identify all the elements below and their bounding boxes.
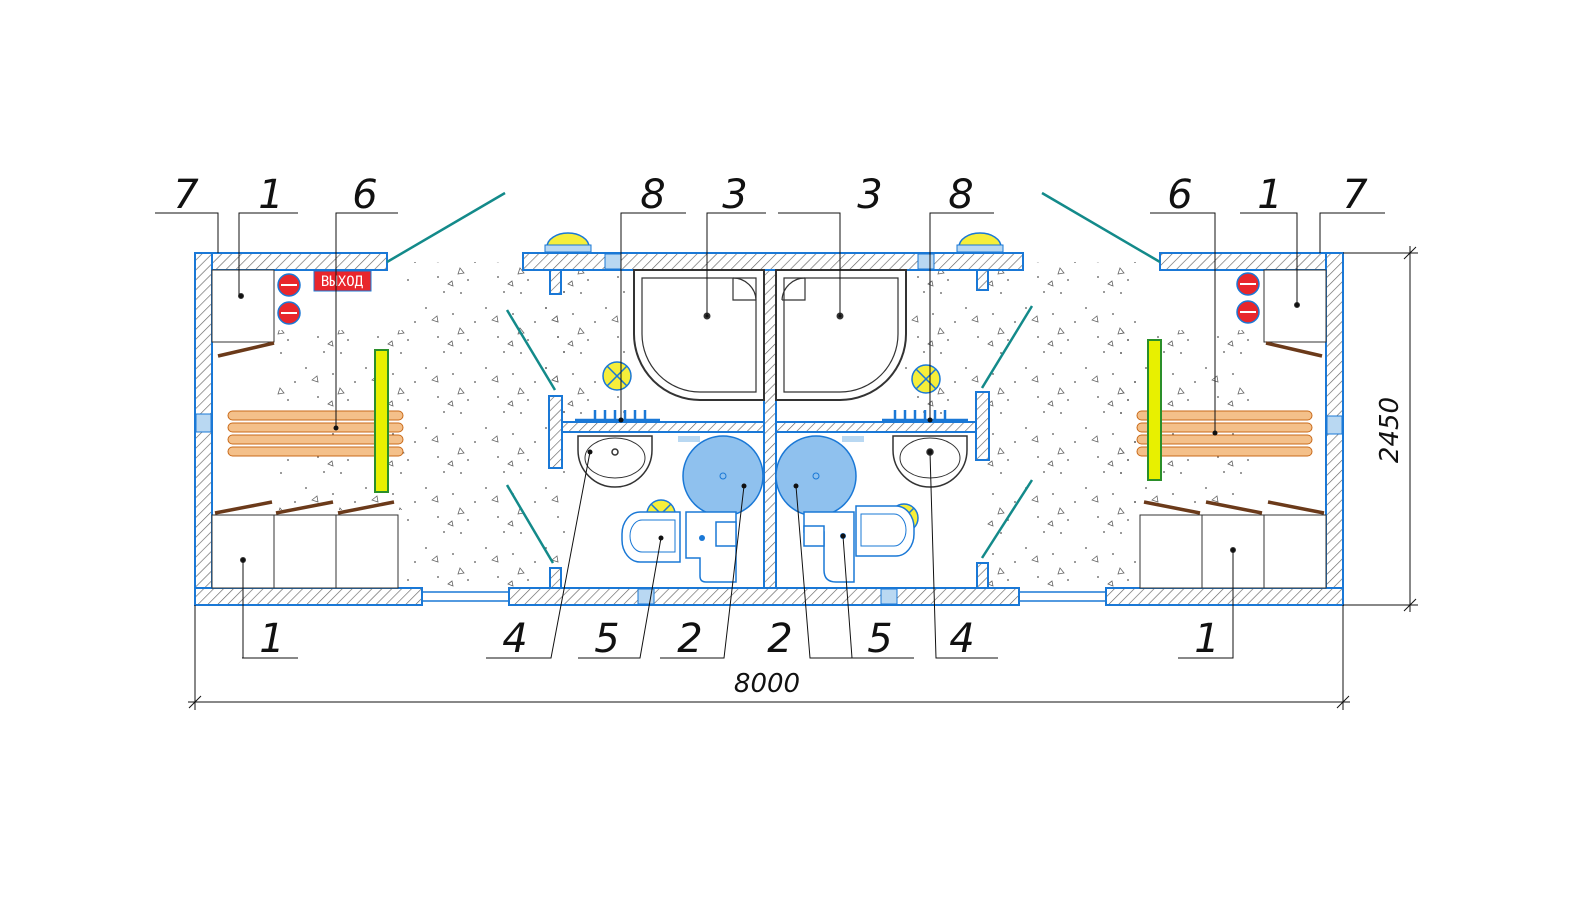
walls [194, 252, 1344, 606]
light-fixture-icon [956, 232, 1004, 253]
vent-icon [195, 413, 212, 433]
wall-bottom-left [194, 587, 423, 606]
label-top-right-2: 1 [1257, 172, 1282, 218]
label-bottom-4: 2 [677, 616, 702, 662]
wall-top-left [194, 252, 388, 271]
dimension-height [1343, 246, 1418, 612]
vent-icon [1326, 415, 1343, 435]
windows [422, 591, 1106, 602]
dimension-height-label: 2450 [1375, 397, 1405, 463]
label-top-left-2: 1 [258, 172, 283, 218]
shower-doors [732, 277, 806, 301]
label-top-right-3: 7 [1342, 172, 1368, 218]
vent-icon [880, 588, 898, 605]
bench-icon [1136, 410, 1313, 457]
shower-tray-icon [775, 269, 907, 401]
toilet-icon [621, 511, 737, 583]
wall-bottom-center [508, 587, 1020, 606]
ceiling-lamp-icon [602, 361, 632, 391]
lockers-bottom-left [211, 514, 399, 589]
wall-stub-2 [975, 391, 990, 461]
toilet-icon [803, 505, 915, 583]
dimension-width-label: 8000 [734, 669, 800, 699]
dimension-width [188, 605, 1350, 710]
label-bottom-6: 5 [867, 616, 892, 662]
light-fixture-icon [544, 232, 592, 253]
water-heater-icon [775, 435, 857, 517]
label-bottom-8: 1 [1194, 616, 1219, 662]
label-top-center-2: 3 [722, 172, 747, 218]
label-top-right-1: 6 [1167, 172, 1192, 218]
label-top-center-1: 8 [640, 172, 665, 218]
clothes-hanger-icon [374, 349, 389, 493]
label-top-left-3: 6 [352, 172, 377, 218]
wall-bottom-right [1105, 587, 1344, 606]
towel-rail-right [882, 410, 968, 422]
hooks [678, 436, 864, 442]
towel-rail-left [575, 410, 660, 422]
wall-top-center [522, 252, 1024, 271]
wall-center-partition [763, 269, 777, 589]
locker-top-left [211, 269, 275, 343]
bench-icon [227, 410, 404, 457]
label-bottom-7: 4 [949, 616, 974, 662]
shower-tray-icon [633, 269, 765, 401]
label-bottom-3: 5 [594, 616, 619, 662]
floor-right-room [985, 262, 1140, 587]
exit-sign-text: ВЫХОД [321, 274, 364, 290]
label-top-center-4: 8 [948, 172, 973, 218]
locker-top-right [1263, 269, 1327, 343]
locker-doors-left [214, 341, 395, 515]
ceiling-lamp-icon [911, 364, 941, 394]
wall-stub-1 [548, 395, 563, 469]
leader-dots [587, 417, 933, 541]
washbasin-icon [577, 435, 653, 488]
wall-stub-6 [976, 562, 989, 589]
wall-stub-3 [549, 269, 562, 295]
callout-labels: 7 1 6 8 3 3 8 6 1 7 1 4 5 2 2 5 4 1 [173, 172, 1368, 662]
leader-lines [155, 212, 1385, 659]
vent-icon [604, 253, 622, 270]
floor-corridor-right [900, 270, 980, 420]
label-top-center-3: 3 [857, 172, 882, 218]
wall-stub-5 [549, 567, 562, 589]
wall-top-right [1159, 252, 1344, 271]
label-bottom-1: 1 [259, 616, 284, 662]
water-heater-icon [682, 435, 764, 517]
wall-partition-right [775, 421, 977, 433]
door-swings [386, 191, 1161, 564]
wall-partition-left [561, 421, 765, 433]
label-top-left-1: 7 [173, 172, 199, 218]
exit-sign-icon: ВЫХОД [313, 270, 372, 292]
clothes-hanger-icon [1147, 339, 1162, 481]
floor-left-room [405, 262, 565, 587]
electric-heater-icon [1236, 272, 1260, 324]
electric-heater-icon [277, 273, 301, 325]
vent-icon [917, 253, 935, 270]
label-bottom-2: 4 [502, 616, 527, 662]
label-bottom-5: 2 [767, 616, 792, 662]
wall-stub-4 [976, 269, 989, 291]
locker-doors-right [1143, 341, 1325, 515]
